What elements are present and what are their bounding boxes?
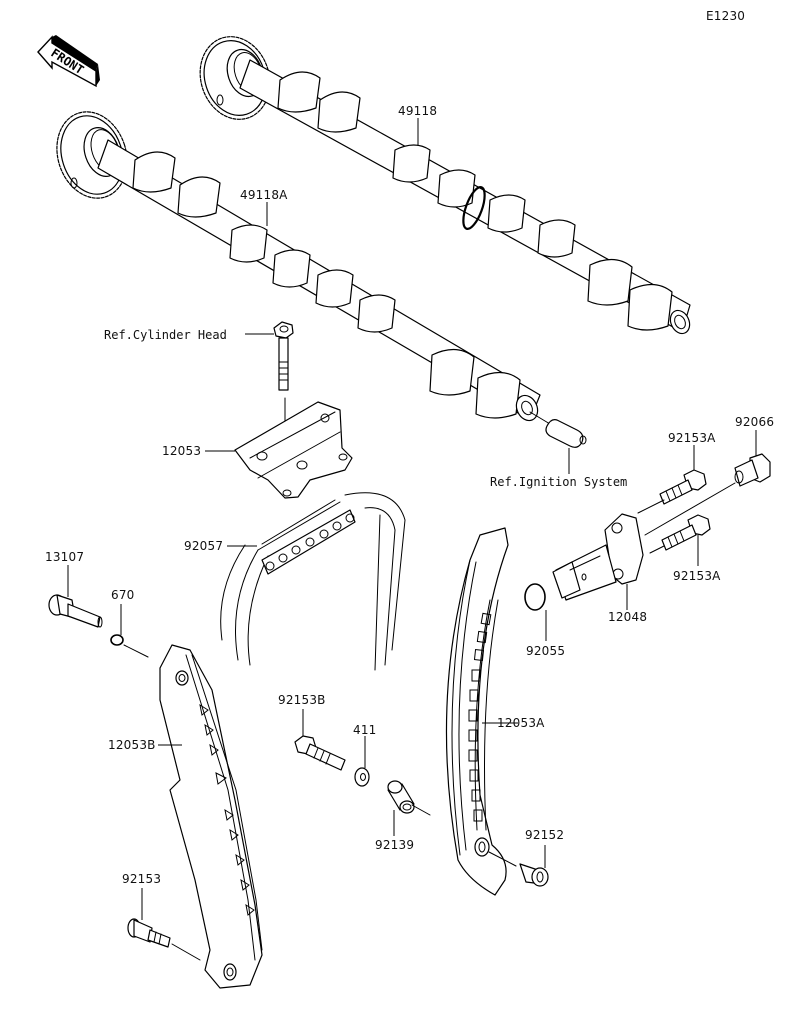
tensioner-guide-12053B[interactable] — [159, 644, 263, 989]
cam-sprocket-lower — [56, 111, 128, 199]
callout-92057[interactable]: 92057 — [184, 539, 223, 553]
callout-ref-cyl-head[interactable]: Ref.Cylinder Head — [104, 328, 227, 342]
callout-92153A-bottom[interactable]: 92153A — [673, 569, 721, 583]
bolt-92153[interactable] — [127, 918, 171, 948]
collar-axis-line — [488, 851, 517, 867]
callout-92055[interactable]: 92055 — [526, 644, 565, 658]
callout-49118A[interactable]: 49118A — [240, 188, 288, 202]
pivot-axis-line — [123, 644, 149, 658]
callout-12053A[interactable]: 12053A — [497, 716, 545, 730]
timing-rotor — [529, 411, 587, 448]
timing-chain-92057[interactable] — [220, 492, 406, 671]
callout-670[interactable]: 670 — [111, 588, 135, 602]
collar-92139[interactable] — [387, 780, 415, 814]
camshaft-49118[interactable] — [190, 28, 694, 337]
bolt-13107[interactable] — [48, 594, 103, 628]
washer-411[interactable] — [354, 767, 370, 787]
callout-92066[interactable]: 92066 — [735, 415, 774, 429]
camshaft-49118A[interactable] — [46, 103, 541, 424]
callout-411[interactable]: 411 — [353, 723, 377, 737]
bolt-axis-line-2 — [649, 545, 665, 554]
callout-92153B[interactable]: 92153B — [278, 693, 326, 707]
callout-92153[interactable]: 92153 — [122, 872, 161, 886]
callout-92139[interactable]: 92139 — [375, 838, 414, 852]
collar-axis-line-2 — [411, 804, 431, 816]
chain-guide-12053[interactable] — [234, 401, 353, 499]
o-ring-92055[interactable] — [524, 583, 546, 611]
callout-12048[interactable]: 12048 — [608, 610, 647, 624]
bolt-axis-line — [637, 499, 665, 514]
collar-92152[interactable] — [519, 863, 549, 887]
figure-code: E1230 — [706, 9, 745, 23]
chain-guide-12053A[interactable] — [445, 527, 509, 896]
callout-12053[interactable]: 12053 — [162, 444, 201, 458]
bolt-92153B[interactable] — [294, 735, 346, 771]
callout-13107[interactable]: 13107 — [45, 550, 84, 564]
bolt-92153A-top[interactable] — [659, 469, 707, 505]
callout-92152[interactable]: 92152 — [525, 828, 564, 842]
callout-92153A-top[interactable]: 92153A — [668, 431, 716, 445]
front-arrow-icon: FRONT — [37, 35, 100, 88]
plug-axis-line — [644, 482, 736, 536]
bolt-92153A-bottom[interactable] — [661, 514, 711, 551]
plug-92066[interactable] — [734, 453, 771, 487]
callout-ref-ignition[interactable]: Ref.Ignition System — [490, 475, 627, 489]
tensioner-12048[interactable] — [552, 513, 644, 601]
callout-49118[interactable]: 49118 — [398, 104, 437, 118]
bolt-92153-axis-line — [171, 943, 201, 961]
o-ring-670[interactable] — [110, 634, 124, 646]
callout-12053B[interactable]: 12053B — [108, 738, 156, 752]
